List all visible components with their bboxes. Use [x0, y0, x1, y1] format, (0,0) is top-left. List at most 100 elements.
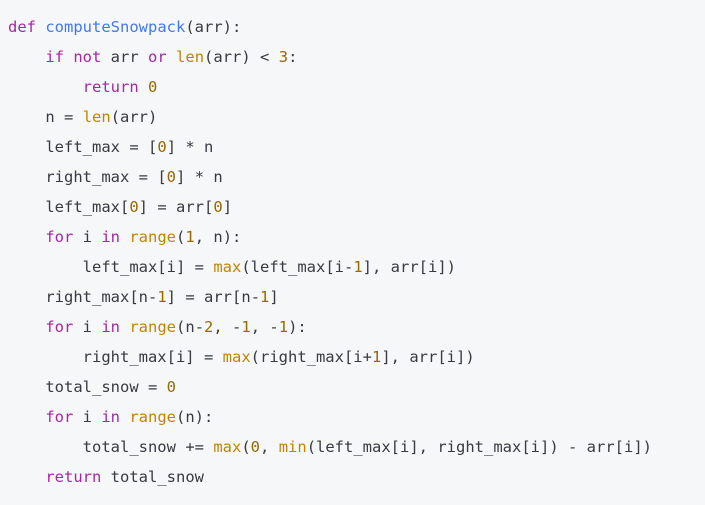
code-token-operator: < [260, 48, 270, 66]
code-token-number: 0 [250, 438, 261, 456]
code-token-plain: total_snow [8, 438, 186, 456]
code-token-keyword: for [45, 228, 74, 246]
code-token-number: 0 [148, 78, 158, 96]
code-token-number: 0 [213, 198, 223, 216]
code-token-number: 1 [185, 228, 195, 246]
code-token-plain [8, 318, 45, 336]
code-line: total_snow += max(0, min(left_max[i], ri… [8, 432, 705, 462]
code-line: return 0 [8, 72, 705, 102]
code-token-operator: - [567, 438, 578, 456]
code-token-builtin: len [176, 48, 205, 66]
code-token-plain [8, 78, 83, 96]
code-token-plain [8, 468, 45, 486]
code-token-plain: n [194, 138, 214, 156]
code-token-number: 1 [260, 288, 270, 306]
code-token-plain [64, 48, 73, 66]
code-token-operator: = [203, 348, 214, 366]
code-line: right_max[i] = max(right_max[i+1], arr[i… [8, 342, 705, 372]
code-token-operator: - [147, 288, 158, 306]
code-token-keyword: or [148, 48, 167, 66]
code-token-plain: left_max[ [8, 198, 130, 216]
code-token-plain: (right_max[i [250, 348, 363, 366]
code-token-plain: right_max[i] [8, 348, 204, 366]
code-token-plain [36, 18, 45, 36]
code-token-plain [120, 408, 129, 426]
code-token-builtin: len [82, 108, 111, 126]
code-token-plain: ], arr[i]) [362, 258, 456, 276]
code-token-keyword: in [101, 408, 120, 426]
code-token-operator: - [194, 318, 205, 336]
code-token-builtin: range [129, 408, 177, 426]
code-token-plain [120, 228, 129, 246]
code-token-plain: ] [166, 288, 186, 306]
code-token-operator: - [343, 258, 354, 276]
code-token-plain: ] [269, 288, 279, 306]
code-token-plain: , [250, 318, 270, 336]
code-token-plain: , n): [194, 228, 242, 246]
code-token-plain: ], arr[i]) [381, 348, 475, 366]
code-line: for i in range(n): [8, 402, 705, 432]
code-token-plain: i [73, 408, 102, 426]
code-token-plain: (arr): [185, 18, 242, 36]
code-token-plain [8, 48, 45, 66]
code-token-number: 3 [278, 48, 289, 66]
code-token-operator: = [138, 168, 148, 186]
code-line: left_max = [0] * n [8, 132, 705, 162]
code-token-plain: i [73, 228, 102, 246]
code-token-plain [204, 258, 213, 276]
code-line: right_max = [0] * n [8, 162, 705, 192]
code-token-plain [204, 438, 213, 456]
code-token-operator: - [269, 318, 279, 336]
code-token-operator: * [194, 168, 205, 186]
code-token-plain: arr [101, 48, 149, 66]
code-token-plain [8, 408, 45, 426]
code-token-plain: n [8, 108, 64, 126]
code-line: if not arr or len(arr) < 3: [8, 42, 705, 72]
code-line: left_max[0] = arr[0] [8, 192, 705, 222]
code-token-plain [167, 48, 176, 66]
code-token-plain: (n [176, 318, 195, 336]
code-token-plain [8, 228, 45, 246]
code-token-plain: total_snow [8, 378, 148, 396]
code-line: total_snow = 0 [8, 372, 705, 402]
code-token-plain: right_max[n [8, 288, 148, 306]
code-token-plain: left_max [8, 138, 130, 156]
code-token-plain: ] [176, 168, 195, 186]
code-line: for i in range(1, n): [8, 222, 705, 252]
code-lines: def computeSnowpack(arr): if not arr or … [8, 12, 705, 492]
code-line: left_max[i] = max(left_max[i-1], arr[i]) [8, 252, 705, 282]
code-line: return total_snow [8, 462, 705, 492]
code-token-plain: (left_max[i], right_max[i]) [306, 438, 568, 456]
code-token-plain: total_snow [101, 468, 204, 486]
code-token-number: 1 [371, 348, 382, 366]
code-token-function: computeSnowpack [45, 18, 186, 36]
code-line: n = len(arr) [8, 102, 705, 132]
code-token-builtin: range [129, 228, 177, 246]
code-token-plain [157, 378, 166, 396]
code-token-plain: arr[i]) [577, 438, 652, 456]
code-token-plain [213, 348, 222, 366]
code-token-operator: = [64, 108, 74, 126]
code-line: right_max[n-1] = arr[n-1] [8, 282, 705, 312]
code-token-keyword: not [73, 48, 102, 66]
code-token-number: 1 [353, 258, 363, 276]
code-token-keyword: return [82, 78, 139, 96]
code-token-builtin: min [278, 438, 307, 456]
code-token-plain: arr[n [194, 288, 251, 306]
code-token-plain: , [213, 318, 233, 336]
code-token-plain: (arr) [110, 108, 158, 126]
code-token-keyword: for [45, 318, 74, 336]
code-token-plain: n [204, 168, 223, 186]
code-token-plain: [ [138, 138, 158, 156]
code-token-plain: , [260, 438, 279, 456]
code-token-plain [269, 48, 278, 66]
code-token-plain: ( [176, 228, 186, 246]
code-token-plain: ( [241, 438, 251, 456]
code-token-number: 1 [278, 318, 289, 336]
code-token-number: 2 [204, 318, 214, 336]
code-token-plain: arr[ [166, 198, 214, 216]
code-token-plain: (arr) [204, 48, 261, 66]
code-token-keyword: for [45, 408, 74, 426]
code-token-number: 1 [241, 318, 251, 336]
